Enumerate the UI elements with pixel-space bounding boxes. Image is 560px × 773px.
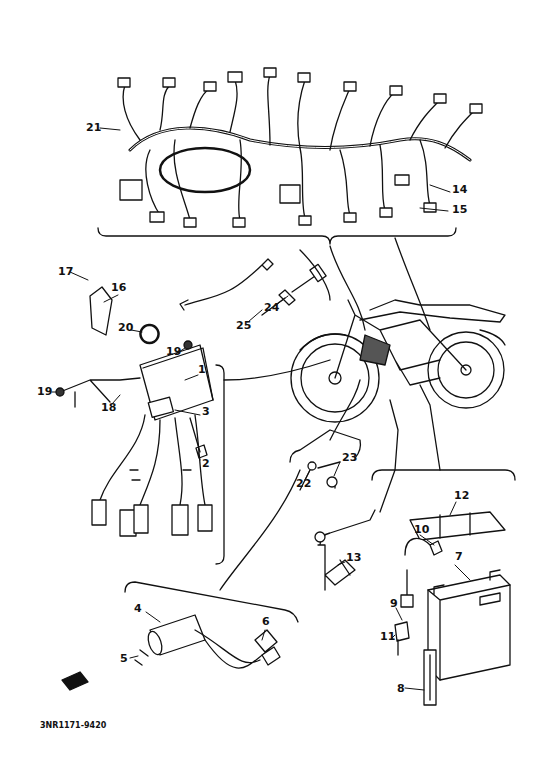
group-bracket xyxy=(125,582,298,622)
callout-number: 19 xyxy=(37,386,52,397)
ignition-coil xyxy=(135,615,280,668)
callout-number: 15 xyxy=(452,204,467,215)
callout-number: 22 xyxy=(296,478,311,489)
leader-line xyxy=(52,128,470,690)
callout-number: 20 xyxy=(118,322,133,333)
callout-number: 4 xyxy=(134,603,142,614)
callout-number: 8 xyxy=(397,683,405,694)
motorcycle-silhouette xyxy=(291,300,505,422)
part-code: 3NR1171-9420 xyxy=(40,722,106,730)
group-bracket xyxy=(216,365,224,564)
callout-number: 2 xyxy=(202,458,210,469)
callout-number: 25 xyxy=(236,320,251,331)
wire-harness xyxy=(118,68,482,227)
callout-number: 7 xyxy=(455,551,463,562)
callout-number: 21 xyxy=(86,122,101,133)
callout-number: 12 xyxy=(454,490,469,501)
callout-number: 18 xyxy=(101,402,116,413)
callout-number: 11 xyxy=(380,631,395,642)
callout-number: 19 xyxy=(166,346,181,357)
callout-number: 16 xyxy=(111,282,126,293)
callout-number: 24 xyxy=(264,302,279,313)
callout-number: 23 xyxy=(342,452,357,463)
cdi-unit xyxy=(56,287,213,536)
callout-number: 6 xyxy=(262,616,270,627)
callout-number: 9 xyxy=(390,598,398,609)
callout-number: 14 xyxy=(452,184,467,195)
callout-number: 13 xyxy=(346,552,361,563)
group-bracket xyxy=(98,228,456,244)
callout-number: 1 xyxy=(198,364,206,375)
callout-number: 17 xyxy=(58,266,73,277)
callout-number: 3 xyxy=(202,406,210,417)
callout-number: 5 xyxy=(120,653,128,664)
callout-number: 10 xyxy=(414,524,429,535)
battery xyxy=(428,570,510,680)
